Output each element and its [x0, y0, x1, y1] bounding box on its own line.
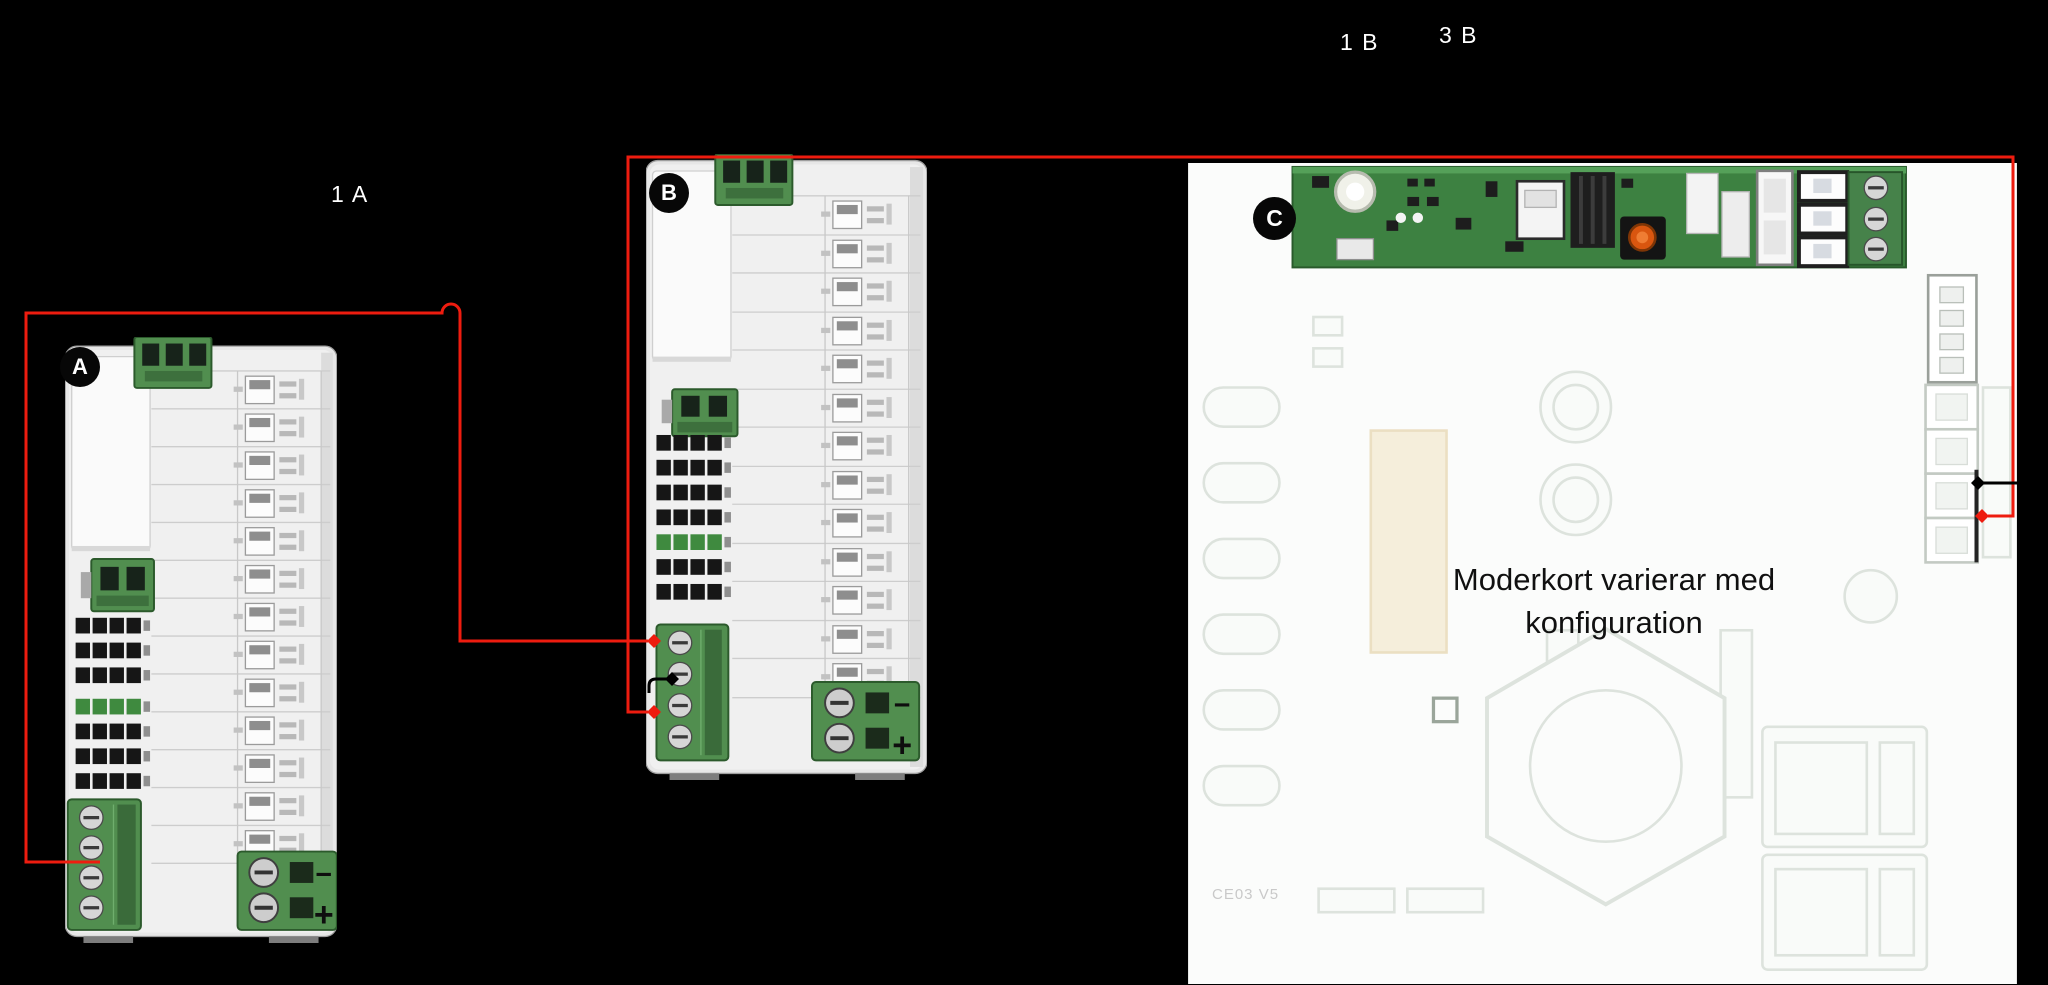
pin-header-row	[75, 748, 151, 765]
power-terminal: − +	[811, 681, 921, 764]
pcb-top-strip	[1291, 165, 1907, 269]
pcb-green-terminal	[1847, 171, 1904, 266]
ghost-component	[1312, 347, 1344, 368]
ghost-component	[1312, 315, 1344, 337]
pin-header-rows	[75, 617, 151, 789]
module-a-edge-shade	[321, 352, 333, 930]
module-b: − +	[646, 154, 927, 780]
pin-header-row	[656, 484, 731, 501]
board-marking: CE03 V5	[1212, 886, 1280, 903]
module-a-badge: A	[60, 347, 100, 387]
ghost-pad	[1202, 537, 1281, 580]
pcb-connector-small	[1336, 238, 1375, 261]
ghost-capacitor	[1539, 463, 1613, 537]
terminal-screw	[77, 804, 105, 832]
module-c-badge: C	[1253, 197, 1296, 240]
ghost-standoff	[1843, 568, 1899, 624]
ghost-capacitor	[1539, 370, 1613, 444]
smd-round	[1412, 212, 1424, 224]
terminal-screw	[666, 629, 694, 657]
ghost-pad	[1202, 613, 1281, 656]
vertical-connector	[1755, 169, 1794, 267]
terminal-screw	[1862, 235, 1890, 263]
pin-header-row	[656, 434, 731, 451]
polarity-minus-label: −	[894, 690, 911, 722]
din-foot	[83, 936, 134, 943]
stacked-terminals	[1796, 170, 1850, 269]
capacitor	[1721, 191, 1750, 258]
pin-header-row-green	[75, 698, 151, 715]
cable-label-1a: 1 A	[331, 181, 369, 207]
heatsink	[1570, 172, 1615, 248]
power-screw	[247, 856, 281, 889]
terminal-screw	[666, 723, 694, 751]
pin-header-row-green	[656, 534, 731, 550]
smd-round	[1395, 212, 1407, 224]
ghost-edge-connector	[1981, 386, 2012, 559]
polarity-plus-label: +	[892, 726, 912, 764]
cable-label-3b: 3 B	[1439, 22, 1479, 48]
terminal-screw	[77, 864, 105, 892]
ghost-pad	[1202, 386, 1281, 428]
supply-connector-3pin	[133, 337, 213, 389]
motherboard-note: Moderkort varierar med konfiguration	[1398, 558, 1830, 644]
power-screw	[823, 721, 856, 755]
aux-connector-2pin	[80, 558, 155, 613]
pin-header-row	[656, 559, 731, 575]
ghost-relay-block	[1761, 853, 1929, 971]
label-panel-shadow	[71, 545, 151, 552]
ghost-pad	[1202, 461, 1281, 504]
pin-header-row	[75, 617, 151, 634]
polarity-minus-label: −	[315, 859, 332, 891]
capacitor	[1686, 172, 1719, 235]
terminal-screw	[666, 660, 694, 688]
ghost-pad	[1202, 689, 1281, 731]
din-foot	[669, 773, 720, 780]
din-foot	[268, 936, 319, 943]
din-foot	[855, 773, 905, 780]
pin-header-row	[75, 642, 151, 659]
supply-connector-3pin	[714, 154, 794, 206]
ghost-component	[1406, 887, 1485, 914]
reset-button	[1620, 216, 1666, 260]
module-a: − +	[65, 337, 337, 943]
power-terminal: − +	[236, 850, 337, 934]
ghost-pad	[1202, 764, 1281, 807]
terminal-screw	[77, 894, 105, 922]
terminal-screw	[1862, 205, 1890, 233]
polarity-plus-label: +	[314, 896, 334, 934]
cable-label-1b: 1 B	[1340, 29, 1380, 55]
power-connector-4pin	[1926, 273, 1978, 384]
label-panel-shadow	[652, 356, 731, 362]
relay-box	[1515, 179, 1566, 241]
power-screw	[823, 686, 856, 720]
led-lens	[1346, 182, 1365, 201]
power-screw	[247, 891, 281, 925]
motherboard-note-line2: konfiguration	[1525, 605, 1703, 640]
bus-terminal-column	[1924, 383, 1980, 564]
pin-header-row	[656, 459, 731, 476]
pin-header-row	[656, 509, 731, 526]
terminal-screw	[1862, 174, 1890, 202]
io-terminal-strip	[66, 798, 142, 931]
pin-header-row	[75, 667, 151, 684]
pin-header-row	[75, 773, 151, 789]
module-b-badge: B	[649, 173, 689, 213]
ghost-component	[1317, 887, 1396, 914]
pin-header-row	[75, 723, 151, 740]
pin-header-row	[656, 583, 731, 600]
ghost-relay-block	[1761, 725, 1929, 849]
io-terminal-strip	[655, 623, 730, 762]
motherboard-note-line1: Moderkort varierar med	[1452, 562, 1776, 597]
terminal-screw	[666, 692, 694, 719]
terminal-screw	[77, 834, 105, 862]
aux-connector-2pin	[661, 388, 739, 438]
